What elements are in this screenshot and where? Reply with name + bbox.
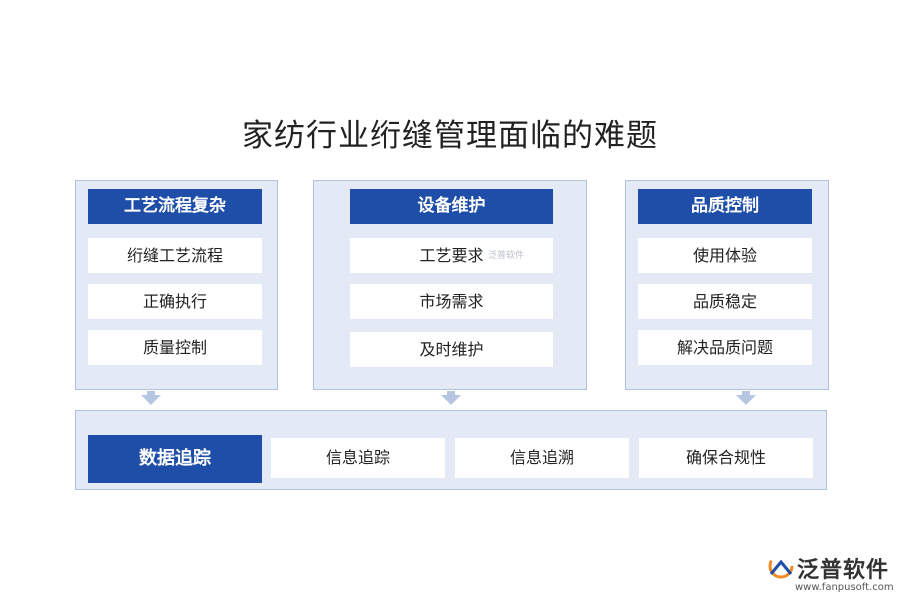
panel-item: 工艺要求 xyxy=(350,238,553,273)
arrow-down-icon xyxy=(736,395,756,405)
panel-header-equipment-maintenance: 设备维护 xyxy=(350,189,553,224)
panel-header-data-tracking: 数据追踪 xyxy=(88,435,262,483)
arrow-down-icon-stem xyxy=(147,391,155,396)
panel-item: 绗缝工艺流程 xyxy=(88,238,262,273)
brand-logo: 泛普软件 www.fanpusoft.com xyxy=(765,550,895,596)
panel-item: 使用体验 xyxy=(638,238,812,273)
bottom-item: 信息追溯 xyxy=(455,438,629,478)
panel-item: 品质稳定 xyxy=(638,284,812,319)
logo-url: www.fanpusoft.com xyxy=(795,582,894,593)
panel-item: 质量控制 xyxy=(88,330,262,365)
panel-item: 市场需求 xyxy=(350,284,553,319)
diagram-title: 家纺行业绗缝管理面临的难题 xyxy=(242,118,658,154)
panel-item: 解决品质问题 xyxy=(638,330,812,365)
panel-header-process-complexity: 工艺流程复杂 xyxy=(88,189,262,224)
panel-header-quality-control: 品质控制 xyxy=(638,189,812,224)
arrow-down-icon-stem xyxy=(447,391,455,396)
watermark: 泛普软件 xyxy=(488,251,525,261)
bottom-item: 确保合规性 xyxy=(639,438,813,478)
bottom-item: 信息追踪 xyxy=(271,438,445,478)
arrow-down-icon xyxy=(141,395,161,405)
arrow-down-icon xyxy=(441,395,461,405)
panel-item: 正确执行 xyxy=(88,284,262,319)
logo-mark-icon xyxy=(768,553,794,579)
panel-item: 及时维护 xyxy=(350,332,553,367)
logo-name: 泛普软件 xyxy=(797,558,890,583)
arrow-down-icon-stem xyxy=(742,391,750,396)
